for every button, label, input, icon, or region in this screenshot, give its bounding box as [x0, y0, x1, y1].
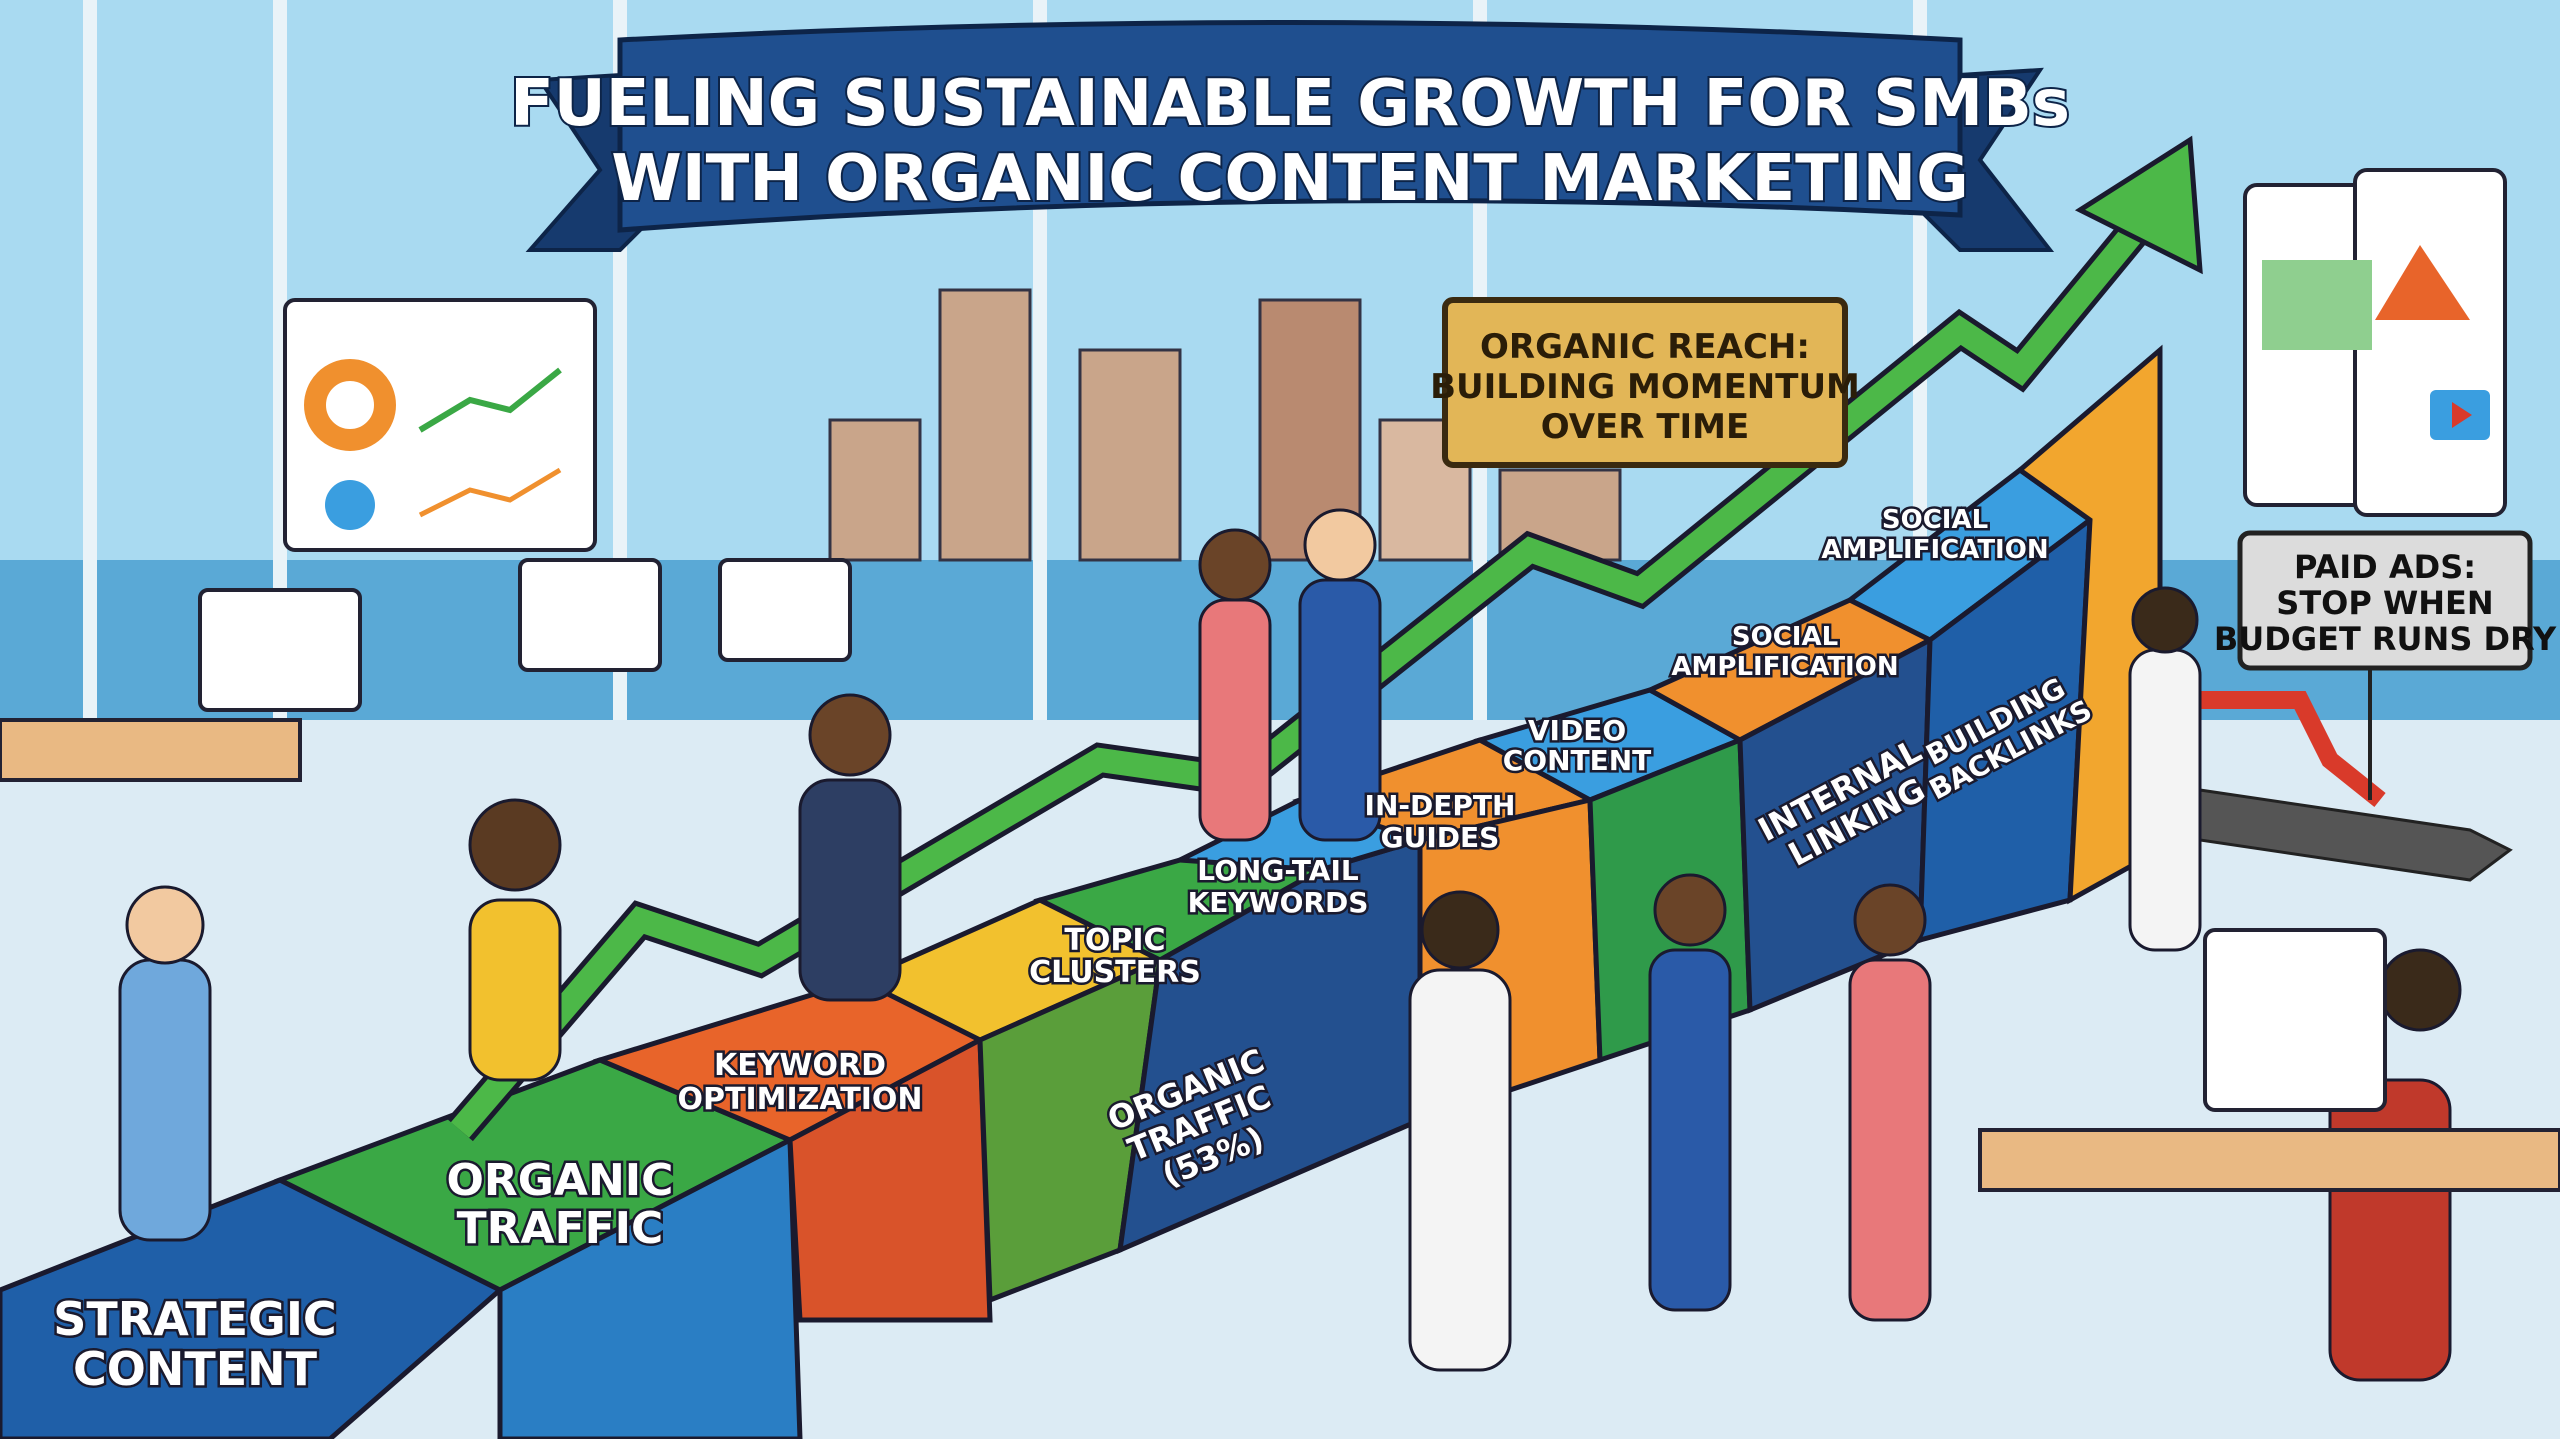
social-feed-screens — [2243, 168, 2507, 517]
growth-arrow-head — [2074, 135, 2203, 275]
paid-ads-sign: PAID ADS: STOP WHEN BUDGET RUNS DRY — [2214, 530, 2557, 800]
piece-label-social-amplification-2: SOCIAL — [1882, 505, 1988, 535]
play-icon — [2452, 402, 2472, 428]
piece-label-topic-clusters: TOPIC — [1064, 923, 1165, 958]
growth-arrow — [450, 192, 2170, 1138]
analytics-dashboard-screen — [283, 298, 597, 552]
paid-ads-line-1: PAID ADS: — [2294, 548, 2476, 586]
piece-label-strategic-content: STRATEGIC — [53, 1292, 336, 1346]
piece-label-video-content: VIDEO — [1528, 714, 1626, 747]
organic-reach-plaque: ORGANIC REACH: BUILDING MOMENTUM OVER TI… — [1430, 297, 1860, 468]
title-banner: FUELING SUSTAINABLE GROWTH FOR SMBs WITH… — [508, 20, 2072, 252]
piece-label-in-depth-guides: IN-DEPTH — [1365, 789, 1516, 822]
title-line-1: FUELING SUSTAINABLE GROWTH FOR SMBs — [510, 67, 2070, 141]
svg-text:WITH ORGANIC CONTENT MARKETING: WITH ORGANIC CONTENT MARKETING — [611, 142, 1968, 216]
piece-label-organic-traffic: ORGANIC — [447, 1155, 674, 1206]
plaque-line-3: OVER TIME — [1541, 407, 1749, 447]
piece-label-keyword-optimization: KEYWORD — [714, 1048, 886, 1083]
piece-label-long-tail-keywords: LONG-TAIL — [1197, 854, 1359, 887]
svg-text:FUELING SUSTAINABLE GROWTH FOR: FUELING SUSTAINABLE GROWTH FOR SMBs — [510, 67, 2070, 141]
title-line-2: WITH ORGANIC CONTENT MARKETING — [611, 142, 1968, 216]
piece-label-social-amplification-1: SOCIAL — [1732, 622, 1838, 652]
paid-ads-decline-arrow — [2200, 691, 2386, 808]
plaque-line-2: BUILDING MOMENTUM — [1430, 367, 1860, 407]
paid-ads-line-2: STOP WHEN — [2276, 584, 2493, 622]
desk-computers — [0, 558, 2560, 1192]
plaque-line-1: ORGANIC REACH: — [1480, 327, 1810, 367]
svg-text:ORGANICTRAFFIC: ORGANICTRAFFIC — [447, 1155, 674, 1254]
people — [118, 508, 2462, 1382]
paid-ads-line-3: BUDGET RUNS DRY — [2214, 620, 2557, 658]
